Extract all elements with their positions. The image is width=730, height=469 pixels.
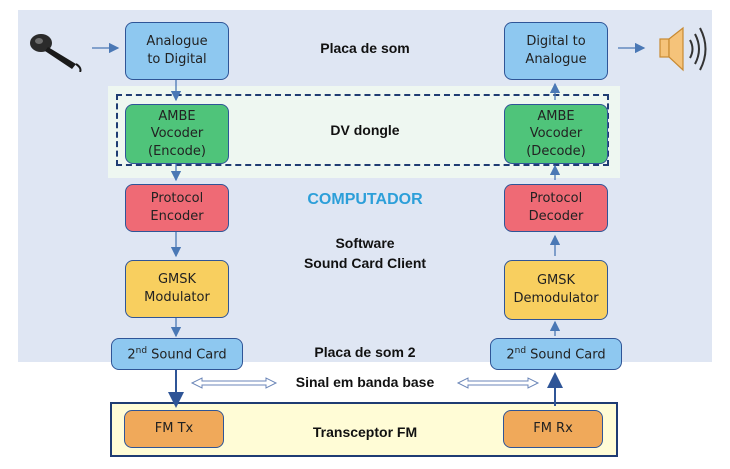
microphone-icon [30,34,82,72]
tx-sound-card-box: 2nd Sound Card [111,338,243,370]
placa-de-som-label: Placa de som [320,40,410,56]
dac-box: Digital to Analogue [504,22,608,80]
gmsk-demodulator-label: GMSK Demodulator [513,273,599,306]
decoder-vocoder-label: AMBE Vocoder (Decode) [526,108,586,159]
protocol-encoder-box: Protocol Encoder [125,184,229,232]
transceiver-label: Transceptor FM [312,424,418,440]
protocol-encoder-label: Protocol Encoder [150,191,204,224]
gmsk-modulator-label: GMSK Modulator [144,272,210,305]
decoder-vocoder-box: AMBE Vocoder (Decode) [504,104,608,164]
fm-tx-label: FM Tx [154,421,194,437]
fm-rx-label: FM Rx [533,421,573,437]
protocol-decoder-label: Protocol Decoder [528,191,584,224]
adc-box: Analogue to Digital [125,22,229,80]
gmsk-demodulator-box: GMSK Demodulator [504,260,608,320]
dac-label: Digital to Analogue [525,34,587,67]
computador-label: COMPUTADOR [307,191,423,208]
dv-dongle-border [116,94,609,166]
adc-label: Analogue to Digital [146,34,208,67]
fm-rx-box: FM Rx [503,410,603,448]
rx-sound-card-box: 2nd Sound Card [490,338,622,370]
baseband-arrow-right [456,377,540,389]
baseband-arrow-left [190,377,278,389]
baseband-signal-label: Sinal em banda base [295,374,435,390]
encoder-vocoder-box: AMBE Vocoder (Encode) [125,104,229,164]
speaker-icon [659,26,707,72]
fm-tx-box: FM Tx [124,410,224,448]
tx-sound-card-label: 2nd Sound Card [127,345,227,362]
rx-sound-card-label: 2nd Sound Card [506,345,606,362]
dv-dongle-label: DV dongle [330,122,400,138]
encoder-vocoder-label: AMBE Vocoder (Encode) [148,108,206,159]
software-label: Software Sound Card Client [303,235,427,271]
protocol-decoder-box: Protocol Decoder [504,184,608,232]
gmsk-modulator-box: GMSK Modulator [125,260,229,318]
placa-de-som-2-label: Placa de som 2 [314,344,416,360]
